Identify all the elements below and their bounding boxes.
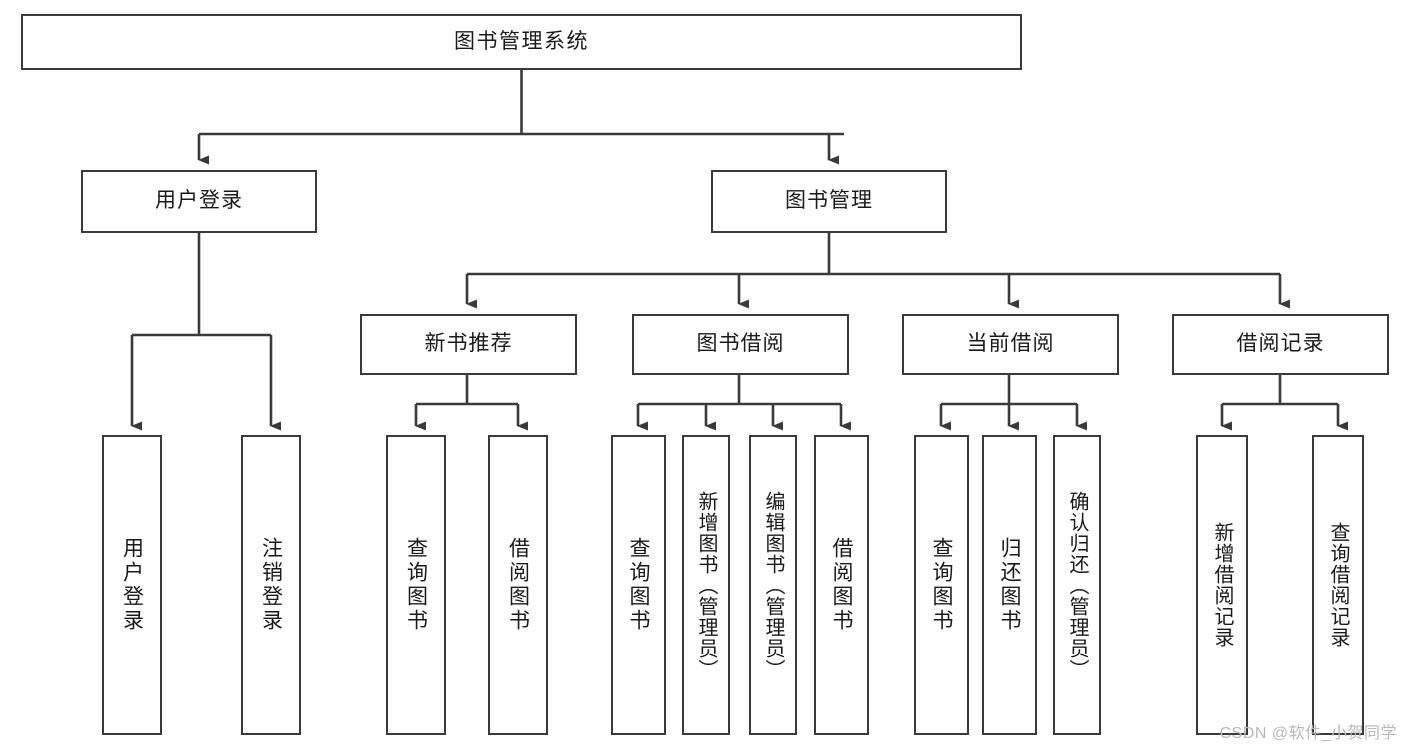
csdn-watermark: CSDN @软件_小贺同学 [1219,725,1397,742]
node-user-login[interactable]: 用户登录 [81,170,317,233]
node-book-borrow[interactable]: 图书借阅 [632,314,849,375]
leaf-current-borrow-confirm-return-admin[interactable]: 确认归还（管理员） [1053,435,1101,735]
leaf-book-borrow-borrow-book[interactable]: 借阅图书 [814,435,869,735]
node-label: 图书管理 [785,189,873,213]
leaf-current-borrow-return-book[interactable]: 归还图书 [982,435,1037,735]
leaf-user-login-logout[interactable]: 注销登录 [241,435,301,735]
node-label: 借阅图书 [506,537,530,633]
leaf-user-login-login[interactable]: 用户登录 [102,435,162,735]
node-label: 当前借阅 [966,332,1055,356]
node-new-book-recommend[interactable]: 新书推荐 [360,314,577,375]
node-label: 新增图书（管理员） [695,490,717,680]
node-book-management[interactable]: 图书管理 [711,170,947,233]
node-label: 图书借阅 [696,332,785,356]
node-label: 查询借阅记录 [1327,522,1349,648]
leaf-book-borrow-query-book[interactable]: 查询图书 [611,435,666,735]
leaf-borrow-record-query-record[interactable]: 查询借阅记录 [1312,435,1364,735]
node-borrow-record[interactable]: 借阅记录 [1172,314,1389,375]
node-label: 确认归还（管理员） [1066,490,1088,680]
node-label: 归还图书 [998,537,1021,633]
node-label: 用户登录 [120,537,144,633]
node-label: 查询图书 [930,537,953,633]
node-label: 查询图书 [404,537,428,633]
node-label: 借阅图书 [830,537,853,633]
node-root-book-management-system[interactable]: 图书管理系统 [21,14,1022,70]
node-label: 借阅记录 [1236,332,1325,356]
node-label: 注销登录 [259,537,283,633]
leaf-book-borrow-add-book-admin[interactable]: 新增图书（管理员） [682,435,730,735]
leaf-book-borrow-edit-book-admin[interactable]: 编辑图书（管理员） [749,435,797,735]
node-label: 编辑图书（管理员） [762,490,784,680]
node-label: 用户登录 [155,189,243,213]
node-label: 查询图书 [627,537,650,633]
node-label: 图书管理系统 [454,29,589,53]
node-current-borrow[interactable]: 当前借阅 [902,314,1119,375]
node-label: 新书推荐 [424,332,513,356]
node-label: 新增借阅记录 [1211,522,1233,648]
leaf-borrow-record-add-record[interactable]: 新增借阅记录 [1196,435,1248,735]
leaf-current-borrow-query-book[interactable]: 查询图书 [914,435,969,735]
leaf-new-book-query-book[interactable]: 查询图书 [386,435,446,735]
leaf-new-book-borrow-book[interactable]: 借阅图书 [488,435,548,735]
